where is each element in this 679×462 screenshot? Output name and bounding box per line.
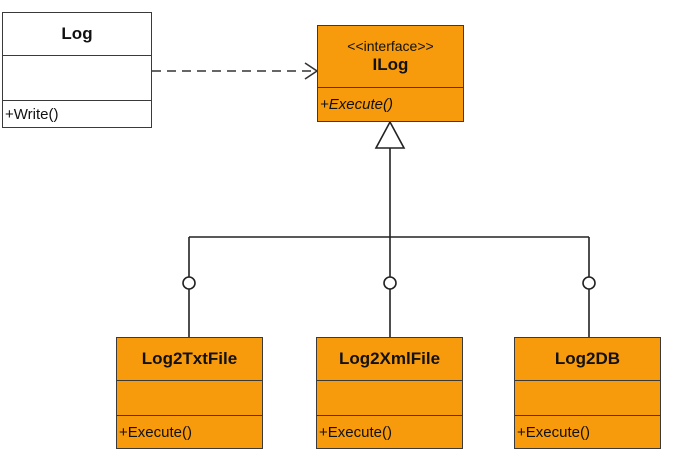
class-log2xmlfile-operation: +Execute(): [319, 423, 392, 441]
class-log2txtfile-name-text: Log2TxtFile: [141, 349, 238, 368]
lollipop-log2db: [582, 276, 596, 290]
class-log2xmlfile-name: Log2XmlFile: [317, 338, 462, 381]
class-log2db-operation: +Execute(): [517, 423, 590, 441]
class-log2db[interactable]: Log2DB +Execute(): [514, 337, 661, 449]
interface-stereotype: <<interface>>: [347, 38, 434, 54]
class-log2txtfile-operation: +Execute(): [119, 423, 192, 441]
class-log2db-attributes: [515, 381, 660, 416]
class-log2db-name: Log2DB: [515, 338, 660, 381]
interface-ilog-operation: +Execute(): [320, 96, 393, 113]
class-log2db-name-text: Log2DB: [554, 349, 621, 368]
class-log2txtfile-name: Log2TxtFile: [117, 338, 262, 381]
class-log-name-text: Log: [61, 24, 93, 43]
lollipop-log2txtfile: [182, 276, 196, 290]
class-log[interactable]: Log +Write(): [2, 12, 152, 128]
lollipop-log2xmlfile: [383, 276, 397, 290]
class-log2txtfile[interactable]: Log2TxtFile +Execute(): [116, 337, 263, 449]
class-log2xmlfile-attributes: [317, 381, 462, 416]
realization-triangle: [374, 120, 406, 149]
interface-ilog-name: ILog: [372, 55, 409, 74]
class-log2xmlfile[interactable]: Log2XmlFile +Execute(): [316, 337, 463, 449]
class-log2xmlfile-name-text: Log2XmlFile: [338, 349, 441, 368]
class-log-name: Log: [3, 13, 151, 56]
class-log2txtfile-attributes: [117, 381, 262, 416]
class-log-attributes: [3, 56, 151, 101]
interface-ilog[interactable]: <<interface>> ILog +Execute(): [317, 25, 464, 122]
class-log-operation: +Write(): [5, 105, 59, 123]
interface-ilog-header: <<interface>> ILog: [318, 26, 463, 88]
